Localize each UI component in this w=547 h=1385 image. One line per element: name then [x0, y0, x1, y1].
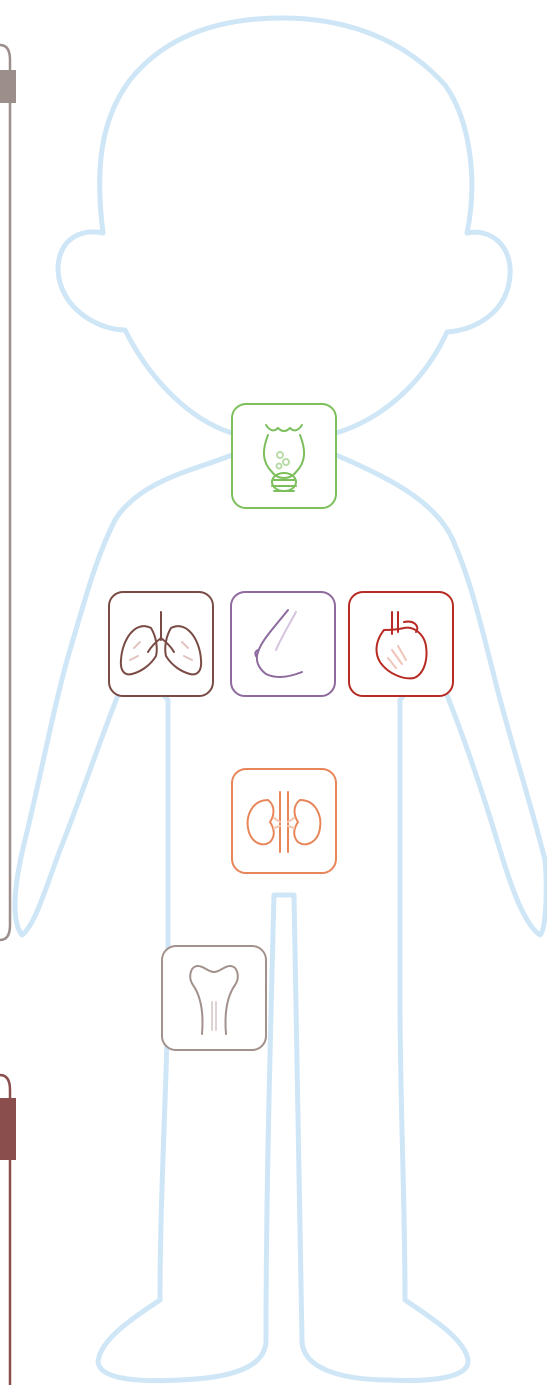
- thyroid-button[interactable]: [232, 404, 336, 508]
- breast-button[interactable]: [231, 592, 335, 696]
- bone-button[interactable]: [162, 946, 266, 1050]
- heart-button[interactable]: [349, 592, 453, 696]
- body-outline: [15, 18, 546, 1381]
- kidneys-button[interactable]: [232, 769, 336, 873]
- side-panel-bottom[interactable]: [0, 1075, 16, 1385]
- lungs-button[interactable]: [109, 592, 213, 696]
- side-panel-top[interactable]: [0, 45, 16, 940]
